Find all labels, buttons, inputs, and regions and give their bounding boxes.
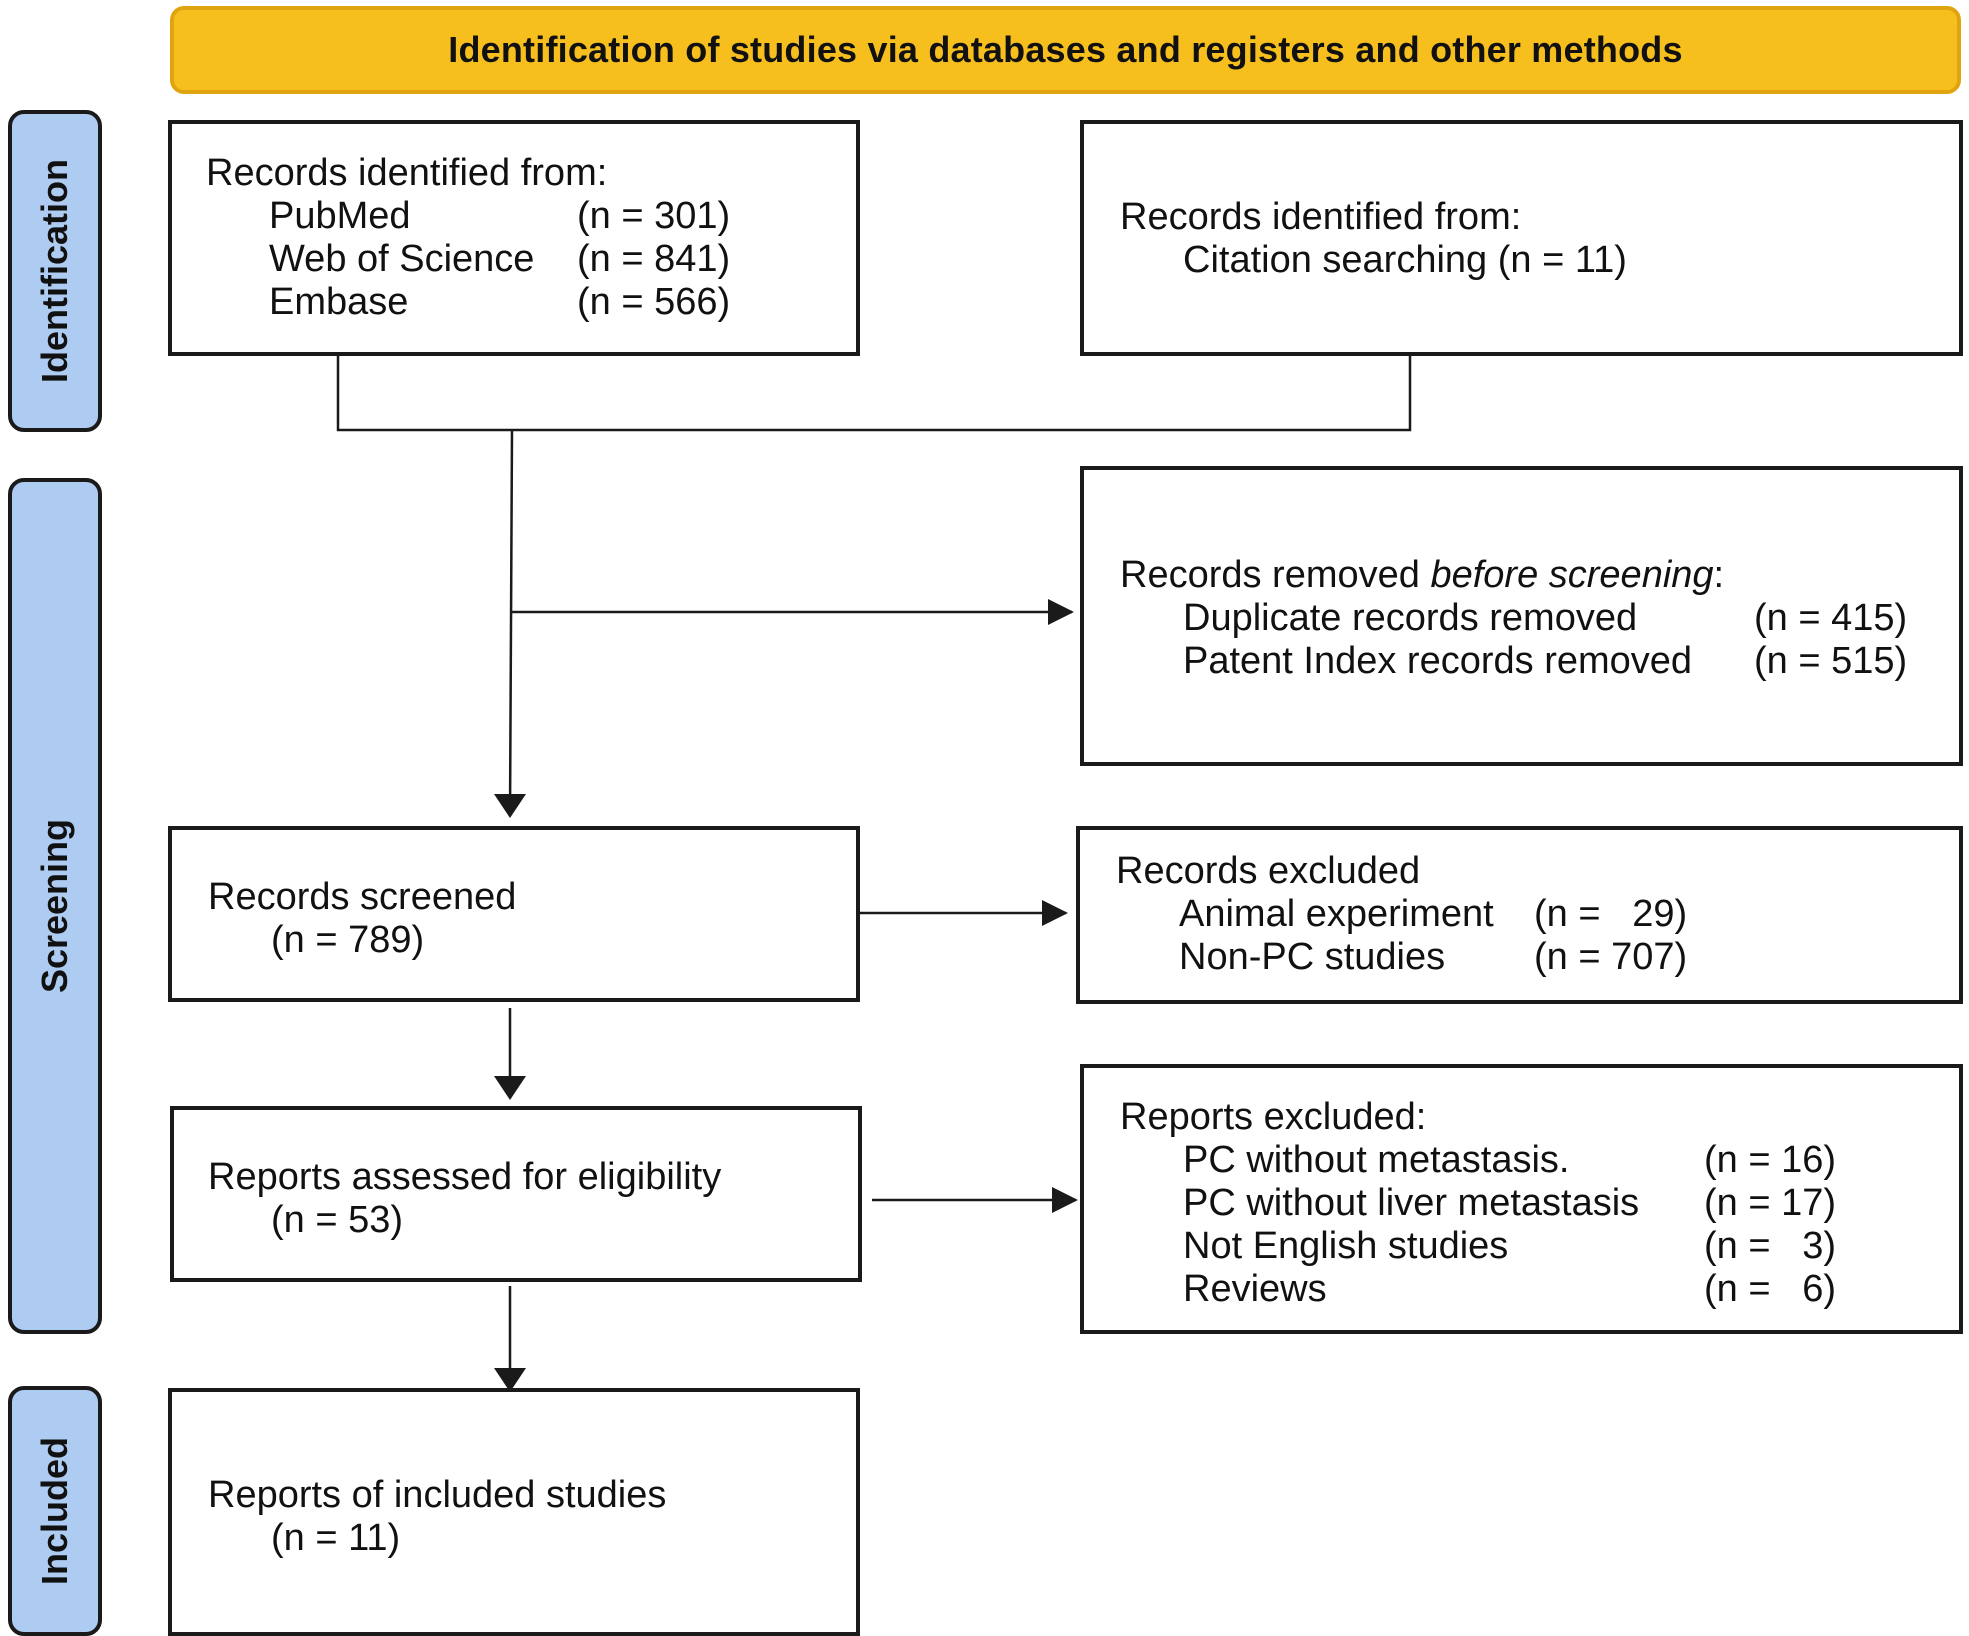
included-studies-label: Reports of included studies (208, 1474, 667, 1516)
count-patent-index: (n = 515) (1754, 640, 1908, 682)
reason-duplicates: Duplicate records removed (1183, 597, 1638, 639)
count-embase: (n = 566) (577, 281, 731, 323)
phase-label-included: Included (8, 1386, 102, 1636)
reason-pc-without-metastasis: PC without metastasis. (1183, 1139, 1570, 1181)
box-reports-assessed: Reports assessed for eligibility (n = 53… (170, 1106, 862, 1282)
reason-not-english: Not English studies (1183, 1225, 1509, 1267)
box-reports-excluded: Reports excluded: PC without metastasis.… (1080, 1064, 1963, 1334)
reports-assessed-count: (n = 53) (271, 1199, 404, 1241)
count-duplicates: (n = 415) (1754, 597, 1908, 639)
count-reviews: (n = 6) (1704, 1268, 1836, 1310)
box-database-records: Records identified from: PubMed (n = 301… (168, 120, 860, 356)
box-other-records: Records identified from: Citation search… (1080, 120, 1963, 356)
included-studies-count: (n = 11) (271, 1517, 401, 1559)
reason-animal-experiment: Animal experiment (1179, 893, 1494, 935)
phase-label-screening: Screening (8, 478, 102, 1334)
other-records-heading: Records identified from: (1120, 196, 1522, 238)
count-pc-without-metastasis: (n = 16) (1704, 1139, 1837, 1181)
source-web-of-science: Web of Science (269, 238, 535, 280)
records-excluded-heading: Records excluded (1116, 850, 1421, 892)
box-records-screened: Records screened (n = 789) (168, 826, 860, 1002)
reason-non-pc-studies: Non-PC studies (1179, 936, 1446, 978)
identification-banner: Identification of studies via databases … (170, 6, 1961, 94)
reason-reviews: Reviews (1183, 1268, 1327, 1310)
count-web-of-science: (n = 841) (577, 238, 731, 280)
records-screened-count: (n = 789) (271, 919, 425, 961)
records-screened-label: Records screened (208, 876, 517, 918)
count-non-pc-studies: (n = 707) (1534, 936, 1688, 978)
records-removed-heading: Records removed before screening: (1120, 554, 1725, 596)
merge-connector (336, 354, 1412, 432)
count-pc-without-liver-metastasis: (n = 17) (1704, 1182, 1837, 1224)
count-not-english: (n = 3) (1704, 1225, 1836, 1267)
box-records-removed: Records removed before screening: Duplic… (1080, 466, 1963, 766)
citation-searching-line: Citation searching (n = 11) (1183, 239, 1627, 281)
reason-pc-without-liver-metastasis: PC without liver metastasis (1183, 1182, 1640, 1224)
reports-excluded-heading: Reports excluded: (1120, 1096, 1427, 1138)
reports-assessed-label: Reports assessed for eligibility (208, 1156, 722, 1198)
arrow-to-screened (505, 429, 516, 817)
box-included-studies: Reports of included studies (n = 11) (168, 1388, 860, 1636)
phase-label-identification: Identification (8, 110, 102, 432)
count-pubmed: (n = 301) (577, 195, 731, 237)
box-records-excluded: Records excluded Animal experiment (n = … (1076, 826, 1963, 1004)
source-embase: Embase (269, 281, 409, 323)
count-animal-experiment: (n = 29) (1534, 893, 1688, 935)
source-pubmed: PubMed (269, 195, 411, 237)
reason-patent-index: Patent Index records removed (1183, 640, 1693, 682)
database-records-heading: Records identified from: (206, 152, 608, 194)
